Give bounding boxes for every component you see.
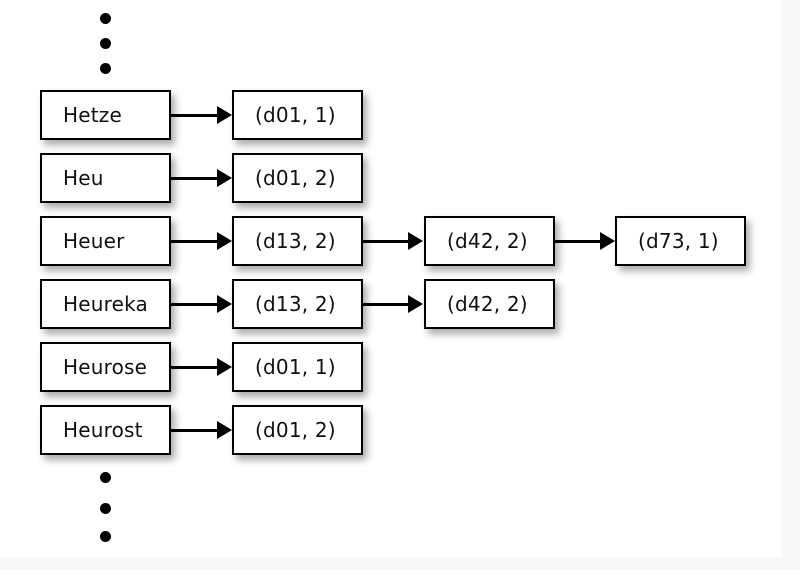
posting-label: (d73, 1) xyxy=(638,229,719,253)
arrowhead-c1-c2-r4 xyxy=(217,295,232,313)
posting-label: (d42, 2) xyxy=(447,292,528,316)
edge-c1-c2-r3 xyxy=(171,239,218,243)
posting-label: (d01, 1) xyxy=(255,355,336,379)
posting-node-c2-r3[interactable]: (d13, 2) xyxy=(232,216,363,266)
ellipsis-top-dot-1 xyxy=(100,13,111,24)
posting-label: (d42, 2) xyxy=(447,229,528,253)
edge-c2-c3-r4 xyxy=(363,302,409,306)
term-node-heuer[interactable]: Heuer xyxy=(40,216,171,266)
term-label: Heurost xyxy=(63,418,143,442)
posting-node-c2-r5[interactable]: (d01, 1) xyxy=(232,342,363,392)
arrowhead-c2-c3-r4 xyxy=(408,295,423,313)
term-node-heu[interactable]: Heu xyxy=(40,153,171,203)
posting-label: (d01, 1) xyxy=(255,103,336,127)
posting-node-c2-r6[interactable]: (d01, 2) xyxy=(232,405,363,455)
term-node-hetze[interactable]: Hetze xyxy=(40,90,171,140)
posting-node-c4-r3[interactable]: (d73, 1) xyxy=(615,216,746,266)
posting-node-c2-r4[interactable]: (d13, 2) xyxy=(232,279,363,329)
term-label: Heurose xyxy=(63,355,148,379)
term-label: Hetze xyxy=(63,103,122,127)
arrowhead-c1-c2-r2 xyxy=(217,169,232,187)
ellipsis-bottom-dot-2 xyxy=(100,503,111,514)
diagram-canvas: Hetze Heu Heuer Heureka Heurose Heurost … xyxy=(40,13,746,542)
term-node-heureka[interactable]: Heureka xyxy=(40,279,171,329)
ellipsis-top-dot-2 xyxy=(100,38,111,49)
edge-c1-c2-r2 xyxy=(171,176,218,180)
edge-c3-c4-r3 xyxy=(555,239,601,243)
term-label: Heuer xyxy=(63,229,125,253)
arrowhead-c2-c3-r3 xyxy=(408,232,423,250)
ellipsis-top-dot-3 xyxy=(100,63,111,74)
posting-node-c3-r4[interactable]: (d42, 2) xyxy=(424,279,555,329)
term-node-heurose[interactable]: Heurose xyxy=(40,342,171,392)
ellipsis-bottom-dot-1 xyxy=(100,472,111,483)
edge-c2-c3-r3 xyxy=(363,239,409,243)
ellipsis-bottom-dot-3 xyxy=(100,531,111,542)
posting-label: (d01, 2) xyxy=(255,418,336,442)
posting-node-c2-r2[interactable]: (d01, 2) xyxy=(232,153,363,203)
arrowhead-c1-c2-r6 xyxy=(217,421,232,439)
posting-label: (d01, 2) xyxy=(255,166,336,190)
posting-node-c2-r1[interactable]: (d01, 1) xyxy=(232,90,363,140)
posting-node-c3-r3[interactable]: (d42, 2) xyxy=(424,216,555,266)
posting-label: (d13, 2) xyxy=(255,292,336,316)
arrowhead-c1-c2-r1 xyxy=(217,106,232,124)
edge-c1-c2-r1 xyxy=(171,113,218,117)
arrowhead-c1-c2-r5 xyxy=(217,358,232,376)
edge-c1-c2-r6 xyxy=(171,428,218,432)
edge-c1-c2-r4 xyxy=(171,302,218,306)
term-label: Heureka xyxy=(63,292,148,316)
term-label: Heu xyxy=(63,166,104,190)
arrowhead-c1-c2-r3 xyxy=(217,232,232,250)
term-node-heurost[interactable]: Heurost xyxy=(40,405,171,455)
posting-label: (d13, 2) xyxy=(255,229,336,253)
arrowhead-c3-c4-r3 xyxy=(600,232,615,250)
edge-c1-c2-r5 xyxy=(171,365,218,369)
